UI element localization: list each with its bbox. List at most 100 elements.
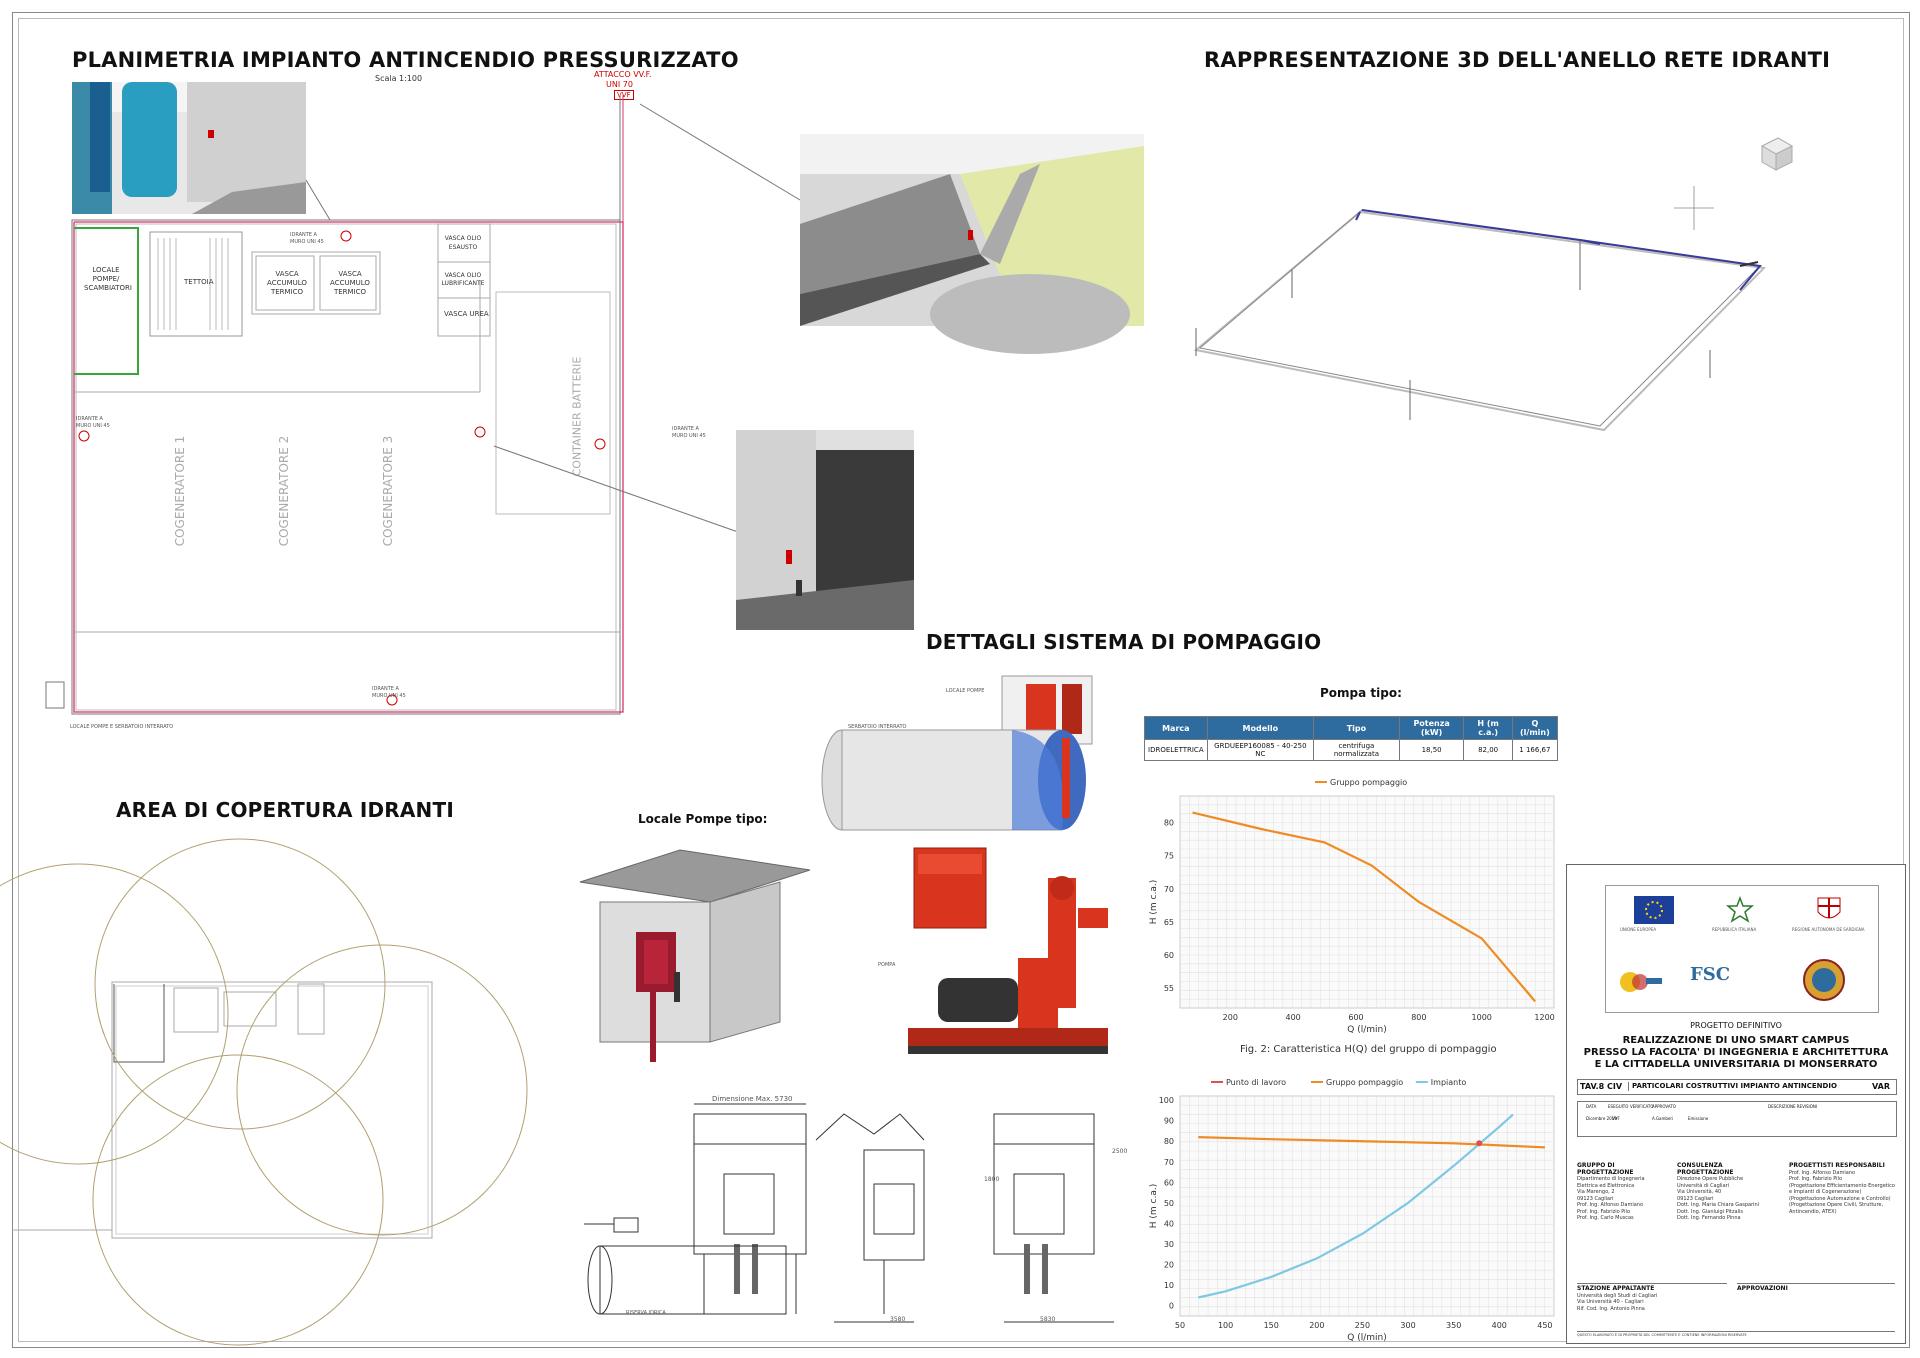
- tb-consulenza-line: Università di Cagliari: [1677, 1182, 1730, 1189]
- label-serbatoio: SERBATOIO INTERRATO: [848, 724, 907, 730]
- fsc-logo: FSC: [1690, 964, 1731, 985]
- tb-progettisti-line: (Progettazione Automazione e Controllo): [1789, 1195, 1891, 1202]
- tb-consulenza-line: Via Università, 40: [1677, 1189, 1722, 1195]
- tb-progettisti-line: (Progettazione Efficientamento Energetic…: [1789, 1182, 1895, 1189]
- por-fesr-logo-icon: [1620, 972, 1662, 992]
- plan-scale: Scala 1:100: [375, 74, 423, 83]
- tb-progettisti-line: e Impianti di Cogenerazione): [1789, 1189, 1862, 1195]
- tb-approvazioni: APPROVAZIONI: [1737, 1283, 1895, 1293]
- italy-emblem-icon: [1725, 895, 1755, 923]
- x-tick-label: 350: [1446, 1321, 1461, 1330]
- y-tick-label: 10: [1164, 1281, 1174, 1290]
- td-tipo: centrifuga normalizzata: [1313, 739, 1400, 761]
- x-axis-label: Q (l/min): [1347, 1025, 1386, 1035]
- x-tick-label: 100: [1218, 1321, 1233, 1330]
- y-tick-label: 60: [1164, 1178, 1174, 1187]
- y-axis-label: H (m c.a.): [1149, 1184, 1159, 1228]
- table-row: IDROELETTRICA GRDUEEP160085 - 40-250 NC …: [1144, 739, 1559, 761]
- x-tick-label: 1200: [1534, 1013, 1554, 1022]
- label-vasca-olio-esausto: VASCA OLIO ESAUSTO: [444, 235, 482, 251]
- series-line: [1198, 1136, 1545, 1149]
- tb-rev-h-approvato: APPROVATO: [1652, 1104, 1676, 1109]
- render-ramp-entrance: [800, 134, 1144, 354]
- tb-rev-h-verificato: VERIFICATO: [1630, 1104, 1654, 1109]
- tb-scale: VAR: [1872, 1082, 1890, 1091]
- label-idrante-3: IDRANTE A MURO UNI 45: [672, 426, 706, 439]
- sheet-inner-border: [18, 18, 1904, 1342]
- td-q: 1 166,67: [1511, 739, 1559, 761]
- pump-room-title: Locale Pompe tipo:: [638, 812, 768, 826]
- tb-gruppo-line: Prof. Ing. Carlo Muscas: [1577, 1215, 1634, 1221]
- label-vasca-urea: VASCA UREA: [444, 310, 489, 318]
- x-tick-label: 800: [1411, 1013, 1426, 1022]
- title-block: UNIONE EUROPEA REPUBBLICA ITALIANA REGIO…: [1566, 864, 1906, 1344]
- x-tick-label: 200: [1223, 1013, 1238, 1022]
- series-line: [1192, 811, 1536, 1003]
- label-pompa: POMPA: [878, 962, 896, 968]
- series-line: [1198, 1113, 1514, 1299]
- y-tick-label: 0: [1169, 1302, 1174, 1311]
- attacco-label-2: UNI 70: [606, 80, 633, 89]
- y-tick-label: 55: [1164, 984, 1174, 993]
- tb-stazione-title: STAZIONE APPALTANTE: [1577, 1285, 1655, 1292]
- legend-label: Gruppo pompaggio: [1330, 778, 1407, 787]
- tb-gruppo-line: Prof. Ing. Fabrizio Pilo: [1577, 1208, 1631, 1215]
- tb-gruppo-title: GRUPPO DI PROGETTAZIONE: [1577, 1162, 1634, 1176]
- tb-progettisti-line: Prof. Ing. Alfonso Damiano: [1789, 1169, 1856, 1176]
- render-pump-room: [579, 849, 811, 1062]
- y-tick-label: 100: [1159, 1096, 1174, 1105]
- th-tipo: Tipo: [1313, 716, 1400, 740]
- y-tick-label: 80: [1164, 1137, 1174, 1146]
- tb-tav-title: PARTICOLARI COSTRUTTIVI IMPIANTO ANTINCE…: [1632, 1082, 1837, 1090]
- chart1-caption: Fig. 2: Caratteristica H(Q) del gruppo d…: [1240, 1044, 1497, 1055]
- tb-consulenza: CONSULENZA PROGETTAZIONE Direzione Opere…: [1677, 1162, 1777, 1222]
- tb-rev-h-descrizione: DESCRIZIONE REVISIONI: [1768, 1104, 1818, 1109]
- tb-gruppo-line: Prof. Ing. Alfonso Damiano: [1577, 1202, 1644, 1208]
- y-tick-label: 75: [1164, 852, 1174, 861]
- td-marca: IDROELETTRICA: [1144, 739, 1208, 761]
- x-axis-label: Q (l/min): [1347, 1333, 1386, 1343]
- tb-gruppo-line: Via Marengo, 2: [1577, 1189, 1615, 1195]
- tb-revision-table: DATA ESEGUITO VERIFICATO APPROVATO DESCR…: [1577, 1101, 1897, 1137]
- plan-title: PLANIMETRIA IMPIANTO ANTINCENDIO PRESSUR…: [72, 48, 739, 72]
- td-h: 82,00: [1463, 739, 1513, 761]
- tb-rev-descr: Emissione: [1688, 1116, 1709, 1121]
- label-tettoia: TETTOIA: [184, 278, 214, 286]
- td-potenza: 18,50: [1398, 739, 1465, 761]
- x-tick-label: 450: [1537, 1321, 1552, 1330]
- y-tick-label: 20: [1164, 1261, 1174, 1270]
- dim-5830: 5830: [1040, 1316, 1056, 1323]
- sardinia-shield-icon: [1817, 897, 1841, 919]
- tb-project-line-1: REALIZZAZIONE DI UNO SMART CAMPUS: [1622, 1035, 1850, 1046]
- legend-label: Punto di lavoro: [1226, 1078, 1286, 1087]
- render-doorway-extinguisher: [736, 430, 914, 630]
- label-locale-interrato: LOCALE POMPE E SERBATOIO INTERRATO: [70, 724, 174, 730]
- tb-consulenza-line: Direzione Opere Pubbliche: [1677, 1176, 1744, 1182]
- label-idrante-4: IDRANTE A MURO UNI 45: [372, 686, 406, 699]
- tb-gruppo-line: Dipartimento di Ingegneria: [1577, 1176, 1645, 1182]
- tb-rev-data: Dicembre 2019: [1586, 1116, 1617, 1121]
- tb-progettisti-line: Prof. Ing. Fabrizio Pilo: [1789, 1176, 1843, 1182]
- y-tick-label: 30: [1164, 1240, 1174, 1249]
- hydrant-ring-3d: [1193, 186, 1767, 432]
- th-marca: Marca: [1144, 716, 1208, 740]
- dim-3580: 3580: [890, 1316, 906, 1323]
- th-h: H (m c.a.): [1463, 716, 1513, 740]
- vvf-connection-box: VVF: [614, 90, 634, 100]
- university-seal-icon: [1803, 959, 1845, 1001]
- render-pump-tank: [821, 675, 1093, 831]
- tb-stazione: STAZIONE APPALTANTE Università degli Stu…: [1577, 1283, 1727, 1312]
- tb-project-line-3: E LA CITTADELLA UNIVERSITARIA DI MONSERR…: [1594, 1059, 1878, 1070]
- x-tick-label: 1000: [1472, 1013, 1492, 1022]
- th-modello: Modello: [1206, 716, 1315, 740]
- pumping-title: DETTAGLI SISTEMA DI POMPAGGIO: [926, 630, 1322, 654]
- label-vasca-accumulo-1: VASCA ACCUMULO TERMICO: [267, 270, 307, 296]
- tb-approvazioni-title: APPROVAZIONI: [1737, 1285, 1788, 1292]
- x-tick-label: 300: [1400, 1321, 1415, 1330]
- y-axis-label: H (m c.a.): [1149, 880, 1159, 924]
- hydrant-coverage-diagram: [0, 838, 528, 1346]
- x-tick-label: 50: [1175, 1321, 1185, 1330]
- y-tick-label: 50: [1164, 1199, 1174, 1208]
- dim-1800: 1800: [984, 1176, 1000, 1183]
